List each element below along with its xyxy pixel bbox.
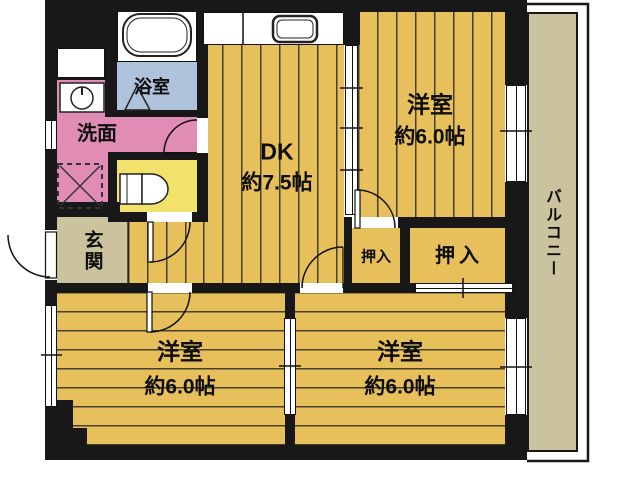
closet-large-floor (410, 228, 505, 283)
wall-segment (343, 283, 415, 293)
entrance-door-leaf (44, 231, 58, 279)
wall-segment (505, 415, 527, 445)
entrance-floor (57, 217, 128, 283)
room-bl-door-swing (149, 291, 191, 333)
wall-segment (344, 0, 360, 45)
wall-pillar (73, 428, 87, 445)
room-br-door-swing (301, 246, 344, 289)
window (45, 305, 57, 407)
wall-segment (108, 152, 117, 220)
room-br-door-gap (300, 283, 343, 293)
room-western-tr-size: 約6.0帖 (394, 125, 466, 149)
closet-small-door-gap (355, 217, 398, 228)
window (506, 85, 526, 182)
room-western-bottom-left-floor (57, 292, 285, 445)
room-western-bottom-right-floor (295, 292, 505, 445)
wall-segment (197, 153, 208, 222)
balcony-railing (527, 2, 590, 463)
room-dk-label: DK (260, 138, 294, 165)
washroom-door-gap (197, 118, 208, 153)
wall-segment (192, 212, 208, 222)
room-western-bl-label: 洋室 (157, 338, 203, 365)
entrance-door-swing (7, 234, 51, 278)
wall-segment (105, 0, 117, 117)
wall-segment (45, 283, 148, 293)
wall-segment (505, 0, 527, 85)
room-western-tr-label: 洋室 (407, 91, 453, 118)
toilet-door-swing (149, 221, 191, 263)
room-bl-door-leaf (146, 291, 153, 333)
room-dk-floor (203, 12, 344, 283)
bath-triangle-icon (123, 84, 152, 111)
room-western-br-size: 約6.0帖 (364, 375, 436, 399)
wall-segment (285, 292, 295, 318)
bathroom-label: 浴室 (134, 77, 170, 97)
wall-segment (197, 0, 208, 118)
balcony-label: バルコニー (543, 188, 560, 278)
room-dk-size: 約7.5帖 (241, 171, 313, 195)
window (45, 120, 57, 150)
wall-segment (105, 0, 527, 12)
wall-segment (398, 217, 505, 228)
wall-segment (192, 283, 300, 293)
balcony-floor (527, 12, 578, 452)
toilet-door-leaf (147, 221, 154, 263)
closet-small-door-swing (356, 189, 396, 229)
wall-pillar (45, 400, 73, 445)
wall-segment (108, 212, 147, 222)
sliding-door-closet-large (415, 283, 513, 293)
wall-segment (400, 228, 410, 283)
closet-small-label: 押入 (360, 248, 392, 266)
washing-machine-pan-icon (57, 163, 103, 209)
room-western-top-right-floor (358, 12, 505, 217)
room-western-br-label: 洋室 (377, 338, 423, 365)
room-western-bl-size: 約6.0帖 (144, 375, 216, 399)
wall-segment (344, 217, 352, 283)
closet-small-door-leaf (354, 189, 361, 229)
hallway-floor (128, 222, 203, 283)
bathtub-icon (122, 13, 192, 57)
toilet-door-gap (147, 212, 192, 222)
closet-large-label: 押入 (435, 245, 483, 267)
washroom-door-swing (163, 119, 198, 154)
wall-segment (45, 445, 527, 460)
entrance-label: 玄関 (81, 230, 103, 272)
wall-segment (45, 0, 57, 120)
wall-niche (57, 48, 105, 78)
wall-segment (105, 110, 207, 117)
room-bl-door-gap (148, 283, 192, 293)
wall-segment (285, 415, 295, 445)
bathroom-floor (117, 62, 197, 110)
wall-segment (108, 152, 208, 160)
toilet-icon (119, 173, 143, 205)
closet-small-floor (352, 228, 400, 283)
washroom-label: 洗面 (77, 123, 117, 145)
